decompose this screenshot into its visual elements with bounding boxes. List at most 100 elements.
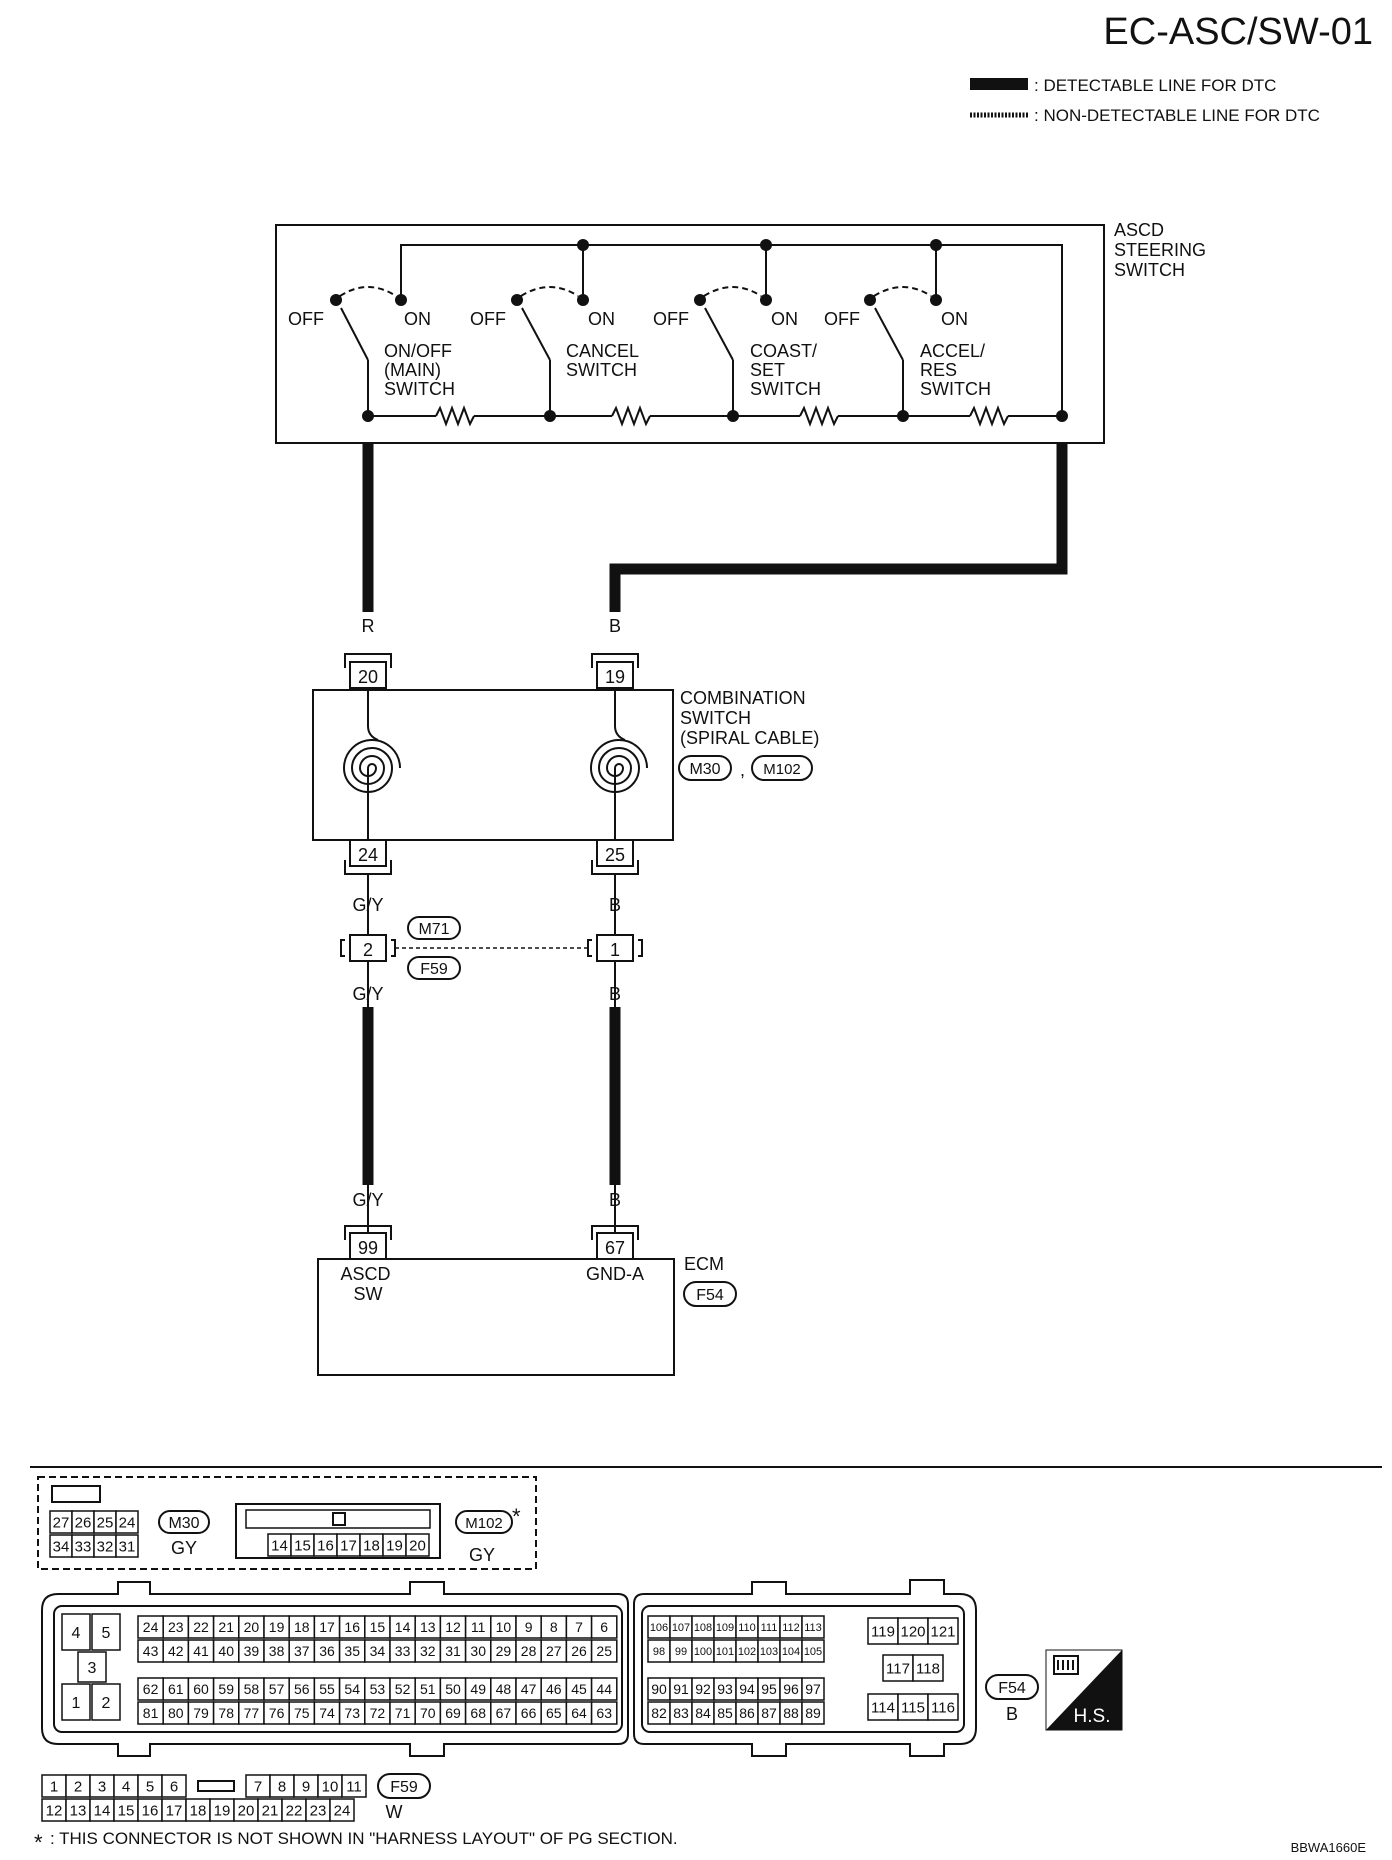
m102-pin-16: 16: [317, 1537, 334, 1554]
f54-pin-101: 101: [716, 1646, 734, 1658]
f54-pin-97-cell: [801, 1677, 825, 1701]
f59-pin-11-cell: [341, 1774, 367, 1798]
spiral-left: [342, 739, 401, 793]
f54-pin-19: 19: [269, 1619, 285, 1635]
switch-coast-blade: [704, 307, 734, 361]
f54-pin-78: 78: [218, 1705, 234, 1721]
f54-tag: [985, 1674, 1039, 1700]
f54-pin-46: 46: [546, 1681, 562, 1697]
f54-pin-25: 25: [596, 1643, 612, 1659]
m102-color: GY: [469, 1545, 495, 1565]
f54-pin-103: 103: [760, 1646, 778, 1658]
f54-pin-1-cell: [61, 1683, 91, 1721]
f59-pin-6-cell: [161, 1774, 187, 1798]
f54-pin-40: 40: [218, 1643, 234, 1659]
f54-pin-28: 28: [521, 1643, 537, 1659]
switch-accel-on-label: ON: [941, 309, 968, 329]
f54-pin-112: 112: [782, 1622, 800, 1634]
m30-tag-text: M30: [168, 1515, 199, 1532]
harness-wires: R B: [362, 443, 1068, 1185]
switch-coast-on-label: ON: [771, 309, 798, 329]
m30-pin-27: 27: [53, 1514, 70, 1531]
f54-pin-81: 81: [143, 1705, 159, 1721]
f54-pin-44: 44: [596, 1681, 612, 1697]
f59-pin-19: 19: [214, 1802, 231, 1819]
f59-pin-7: 7: [254, 1778, 262, 1795]
f59-pin-8: 8: [278, 1778, 286, 1795]
connector-tag-f54-text: F54: [696, 1287, 724, 1304]
f54-pin-67: 67: [496, 1705, 512, 1721]
switch-accel-name: ACCEL/ RES SWITCH: [920, 341, 991, 399]
f54-tag-text: F54: [998, 1680, 1026, 1697]
f59-pin-2: 2: [74, 1778, 82, 1795]
switch-cancel-name: CANCEL SWITCH: [566, 341, 643, 380]
switch-coast-set: OFF ON COAST/ SET SWITCH: [653, 239, 821, 422]
f54-pin-87: 87: [761, 1705, 777, 1721]
f54-pin-3-cell: [77, 1651, 107, 1683]
f54-pin-44-cell: [590, 1677, 618, 1701]
f54-pin-48: 48: [496, 1681, 512, 1697]
f59-pin-13: 13: [70, 1802, 87, 1819]
f54-pin-13: 13: [420, 1619, 436, 1635]
f59-pin-9: 9: [302, 1778, 310, 1795]
switch-accel-off-contact: [864, 294, 876, 306]
f54-pin-4: 4: [72, 1625, 81, 1642]
f59-pin-22: 22: [286, 1802, 303, 1819]
switch-coast-off-label: OFF: [653, 309, 689, 329]
f54-pin-109: 109: [716, 1622, 734, 1634]
switch-accel-off-label: OFF: [824, 309, 860, 329]
f54-left-shell: [41, 1581, 629, 1757]
connector-tag-m102-text: M102: [763, 761, 801, 778]
switch-main-name: ON/OFF (MAIN) SWITCH: [384, 341, 457, 399]
f54-pin-39: 39: [244, 1643, 260, 1659]
f54-pin-116-cell: [927, 1693, 959, 1721]
pin-19-label: 19: [605, 667, 625, 687]
switch-accel-res: OFF ON ACCEL/ RES SWITCH: [824, 239, 991, 422]
wire-gy-label-2: G/Y: [352, 984, 383, 1004]
pin-24-box: [349, 839, 387, 867]
joint-pin-2-label: 2: [363, 940, 373, 960]
ecm-pin-99-label: 99: [358, 1238, 378, 1258]
f54-pin-35: 35: [344, 1643, 360, 1659]
f54-pin-49: 49: [470, 1681, 486, 1697]
f54-pin-84: 84: [695, 1705, 711, 1721]
f54-pin-117: 117: [886, 1660, 910, 1677]
switch-accel-node: [897, 410, 909, 422]
pin-25-box: [596, 839, 634, 867]
hs-icon-frame: [1045, 1649, 1123, 1731]
f59-pin-10: 10: [322, 1778, 339, 1795]
f54-pin-56: 56: [294, 1681, 310, 1697]
f59-tag: [377, 1773, 431, 1799]
switch-coast-link: [703, 286, 762, 297]
m30-pin-31: 31: [119, 1538, 136, 1555]
f59-pin-16: 16: [142, 1802, 159, 1819]
f54-pin-22: 22: [193, 1619, 209, 1635]
f54-pin-66: 66: [521, 1705, 537, 1721]
pin-20-label: 20: [358, 667, 378, 687]
hs-icon-background: [1046, 1650, 1122, 1730]
f54-pin-20: 20: [244, 1619, 260, 1635]
f54-pin-27: 27: [546, 1643, 562, 1659]
switch-accel-link: [873, 286, 932, 297]
m102-pin-20: 20: [409, 1537, 426, 1554]
legend: : DETECTABLE LINE FOR DTC : NON-DETECTAB…: [970, 76, 1320, 125]
f54-pin-23: 23: [168, 1619, 184, 1635]
f59-pin-4: 4: [122, 1778, 130, 1795]
f54-pin-42: 42: [168, 1643, 184, 1659]
f54-pin-12: 12: [445, 1619, 461, 1635]
ecm-terminal-ascd-sw: ASCD SW: [340, 1264, 395, 1304]
switch-main-off-contact: [330, 294, 342, 306]
f59-pin-1: 1: [50, 1778, 58, 1795]
f54-pin-7: 7: [575, 1619, 583, 1635]
f54-pin-83: 83: [673, 1705, 689, 1721]
f54-pin-80: 80: [168, 1705, 184, 1721]
ecm-label: ECM: [684, 1254, 724, 1274]
f54-pin-118-cell: [912, 1654, 944, 1682]
f54-pin-111: 111: [761, 1622, 778, 1634]
connector-tag-separator: ,: [740, 760, 745, 780]
